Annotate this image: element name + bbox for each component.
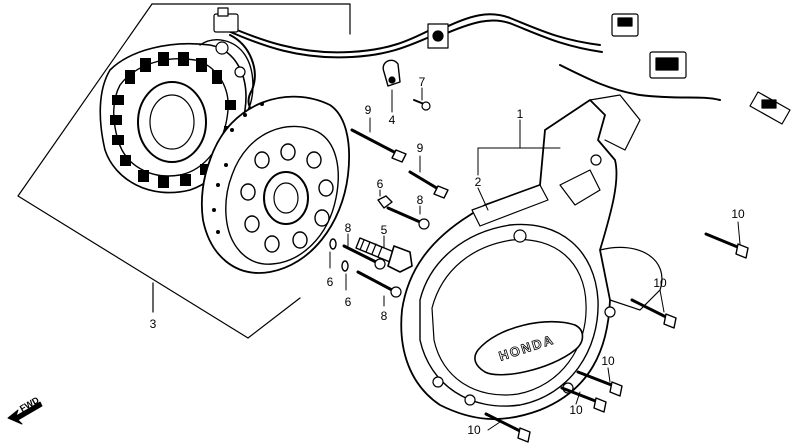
callout-10d: 10 <box>569 403 583 417</box>
assembly-bracket <box>17 3 351 339</box>
bolt-10-low-b <box>560 386 607 413</box>
bolt-9-upper <box>350 128 407 163</box>
screw-7 <box>413 99 431 111</box>
cable-clamp <box>382 59 401 87</box>
callout-5: 5 <box>381 223 388 237</box>
bolt-8-lower <box>356 270 402 298</box>
bolt-10-low-a <box>576 370 623 397</box>
callout-8a: 8 <box>417 193 424 207</box>
callout-8b: 8 <box>345 221 352 235</box>
bolt-10-mid <box>630 298 677 329</box>
callout-1: 1 <box>517 107 524 121</box>
washer-6-left <box>329 238 337 250</box>
callout-2: 2 <box>475 175 482 189</box>
connector-plug-3 <box>611 13 639 37</box>
bolt-8-middle <box>342 244 386 270</box>
side-cover: HONDA <box>400 94 663 420</box>
bolt-9-lower <box>408 170 449 199</box>
connector-plug-5 <box>749 91 791 125</box>
flywheel-rotor <box>200 95 350 274</box>
callout-6c: 6 <box>345 295 352 309</box>
callout-10a: 10 <box>731 207 745 221</box>
bolt-10-bottom <box>484 412 531 443</box>
callout-9b: 9 <box>417 141 424 155</box>
fwd-arrow <box>7 401 43 425</box>
bolt-8-upper <box>386 206 430 230</box>
connector-plug-4 <box>649 51 687 79</box>
connector-plug-2 <box>427 23 449 49</box>
callout-10b: 10 <box>653 276 667 290</box>
callout-4: 4 <box>389 113 396 127</box>
callout-9a: 9 <box>365 103 372 117</box>
connector-plug-1 <box>213 7 239 33</box>
callout-8c: 8 <box>381 309 388 323</box>
callout-3: 3 <box>150 317 157 331</box>
bolt-10-right <box>704 232 749 259</box>
callout-10e: 10 <box>467 423 481 437</box>
callout-7: 7 <box>419 75 426 89</box>
washer-6-upper <box>377 195 393 209</box>
callout-6b: 6 <box>327 275 334 289</box>
stator <box>99 39 254 194</box>
washer-6-right <box>341 260 349 272</box>
rotor-bolt-5 <box>355 237 413 273</box>
callout-10c: 10 <box>601 354 615 368</box>
leader-lines <box>329 87 741 431</box>
callout-6a: 6 <box>377 177 384 191</box>
